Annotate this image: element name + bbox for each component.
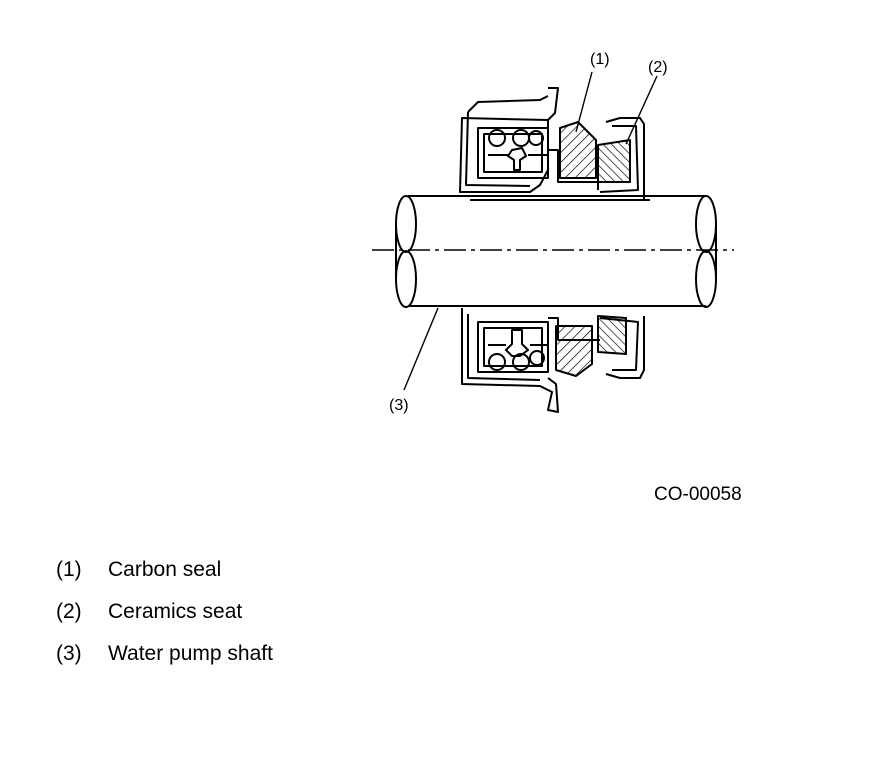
legend-number: (1) — [56, 558, 82, 581]
legend-item: (2) Ceramics seat — [56, 598, 273, 640]
lower-seal-assembly — [461, 308, 645, 413]
callout-2: (2) — [648, 59, 668, 76]
leader-line-1 — [575, 71, 593, 133]
legend-number: (3) — [56, 642, 82, 665]
water-pump-shaft — [372, 195, 734, 308]
legend-item: (3) Water pump shaft — [56, 640, 273, 682]
legend-label: Ceramics seat — [108, 600, 243, 623]
legend-label: Water pump shaft — [108, 642, 273, 665]
callout-1: (1) — [590, 51, 610, 68]
leader-line-2 — [625, 75, 658, 145]
upper-seal-assembly — [459, 87, 650, 201]
parts-legend: (1) Carbon seal (2) Ceramics seat (3) Water… — [56, 556, 273, 682]
legend-number: (2) — [56, 600, 82, 623]
legend-label: Carbon seal — [108, 558, 222, 581]
seal-diagram: (1) (2) (3) — [372, 51, 734, 414]
leader-line-3 — [403, 307, 439, 391]
legend-item: (1) Carbon seal — [56, 556, 273, 598]
figure-code: CO-00058 — [654, 484, 742, 505]
callout-3: (3) — [389, 397, 409, 414]
